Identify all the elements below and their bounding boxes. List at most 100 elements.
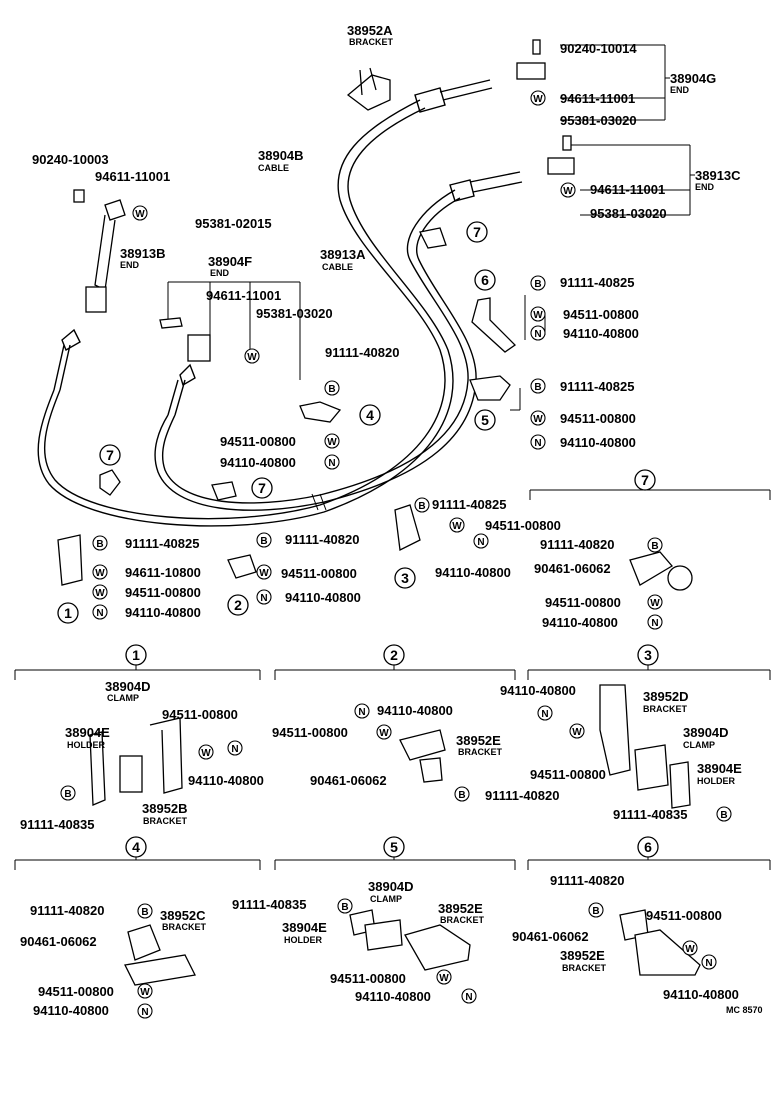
- part-94511-00800: 94511-00800: [560, 411, 636, 426]
- part-38904D: 38904D: [105, 679, 151, 694]
- part-94611-11001: 94611-11001: [590, 182, 665, 197]
- part-91111-40820: 91111-40820: [30, 903, 104, 918]
- bolt-icon: B: [534, 382, 541, 393]
- nut-icon: N: [705, 958, 712, 969]
- label-bracket: BRACKET: [162, 922, 207, 932]
- label-bracket: BRACKET: [440, 915, 485, 925]
- part-38904E: 38904E: [65, 725, 110, 740]
- part-94611-10800: 94611-10800: [125, 565, 201, 580]
- part-38904F: 38904F: [208, 254, 252, 269]
- nut-icon: N: [231, 744, 238, 755]
- part-94611-11001: 94611-11001: [95, 169, 170, 184]
- part-94511-00800: 94511-00800: [646, 908, 722, 923]
- label-bracket: BRACKET: [562, 963, 607, 973]
- part-94110-40800: 94110-40800: [285, 590, 361, 605]
- part-91111-40820: 91111-40820: [540, 537, 614, 552]
- nut-icon: N: [651, 618, 658, 629]
- part-90461-06062: 90461-06062: [20, 934, 97, 949]
- bolt-icon: B: [458, 790, 465, 801]
- nut-icon: N: [465, 992, 472, 1003]
- cable-38913a: [161, 189, 469, 504]
- nut-icon: N: [141, 1007, 148, 1018]
- bolt-icon: B: [534, 279, 541, 290]
- cable-38904b: [43, 99, 446, 520]
- bolt-icon: B: [720, 810, 727, 821]
- nut-icon: N: [96, 608, 103, 619]
- part-94110-40800: 94110-40800: [377, 703, 453, 718]
- label-end: END: [695, 182, 715, 192]
- part-38913B: 38913B: [120, 246, 166, 261]
- callout-4: 4: [132, 839, 140, 855]
- part-91111-40825: 91111-40825: [432, 497, 506, 512]
- bolt-icon: B: [341, 902, 348, 913]
- bolt-icon: B: [328, 384, 335, 395]
- part-94110-40800: 94110-40800: [33, 1003, 109, 1018]
- part-94511-00800: 94511-00800: [330, 971, 406, 986]
- bolt-icon: B: [592, 906, 599, 917]
- part-38952D: 38952D: [643, 689, 689, 704]
- nut-icon: N: [534, 329, 541, 340]
- washer-icon: W: [259, 568, 269, 579]
- part-94511-00800: 94511-00800: [563, 307, 639, 322]
- washer-icon: W: [452, 521, 462, 532]
- washer-icon: W: [95, 588, 105, 599]
- label-cable: CABLE: [258, 163, 289, 173]
- washer-icon: W: [650, 598, 660, 609]
- label-end: END: [210, 268, 230, 278]
- callout-2: 2: [390, 647, 398, 663]
- callout-7: 7: [473, 224, 481, 240]
- part-94110-40800: 94110-40800: [500, 683, 576, 698]
- part-94511-00800: 94511-00800: [125, 585, 201, 600]
- part-91111-40820: 91111-40820: [550, 873, 624, 888]
- label-holder: HOLDER: [697, 776, 736, 786]
- label-end: END: [120, 260, 140, 270]
- part-94110-40800: 94110-40800: [435, 565, 511, 580]
- part-38913A: 38913A: [320, 247, 366, 262]
- washer-icon: W: [439, 973, 449, 984]
- part-38904E: 38904E: [282, 920, 327, 935]
- bolt-icon: B: [260, 536, 267, 547]
- label-holder: HOLDER: [67, 740, 106, 750]
- part-38952E: 38952E: [438, 901, 483, 916]
- washer-icon: W: [563, 186, 573, 197]
- part-91111-40825: 91111-40825: [125, 536, 199, 551]
- part-38913C: 38913C: [695, 168, 741, 183]
- part-38952E: 38952E: [560, 948, 605, 963]
- part-95381-02015: 95381-02015: [195, 216, 272, 231]
- callout-6: 6: [644, 839, 652, 855]
- part-38952E: 38952E: [456, 733, 501, 748]
- part-90240-10014: 90240-10014: [560, 41, 637, 56]
- part-91111-40820: 91111-40820: [285, 532, 359, 547]
- washer-icon: W: [135, 209, 145, 220]
- callout-5: 5: [390, 839, 398, 855]
- washer-icon: W: [95, 568, 105, 579]
- part-94110-40800: 94110-40800: [560, 435, 636, 450]
- part-38952C: 38952C: [160, 908, 206, 923]
- part-91111-40825: 91111-40825: [560, 275, 634, 290]
- callout-1: 1: [64, 605, 72, 621]
- part-95381-03020: 95381-03020: [560, 113, 637, 128]
- part-94511-00800: 94511-00800: [220, 434, 296, 449]
- label-bracket: BRACKET: [458, 747, 503, 757]
- part-94611-11001: 94611-11001: [560, 91, 635, 106]
- nut-icon: N: [328, 458, 335, 469]
- callout-7: 7: [641, 472, 649, 488]
- label-bracket: BRACKET: [143, 816, 188, 826]
- bolt-icon: B: [418, 501, 425, 512]
- part-94110-40800: 94110-40800: [663, 987, 739, 1002]
- nut-icon: N: [541, 709, 548, 720]
- part-94110-40800: 94110-40800: [220, 455, 296, 470]
- callout-1: 1: [132, 647, 140, 663]
- part-94511-00800: 94511-00800: [38, 984, 114, 999]
- nut-icon: N: [260, 593, 267, 604]
- part-90461-06062: 90461-06062: [512, 929, 589, 944]
- part-94511-00800: 94511-00800: [530, 767, 606, 782]
- callout-3: 3: [401, 570, 409, 586]
- label-bracket: BRACKET: [643, 704, 688, 714]
- callout-4: 4: [366, 407, 374, 423]
- part-95381-03020: 95381-03020: [256, 306, 333, 321]
- nut-icon: N: [534, 438, 541, 449]
- part-94611-11001: 94611-11001: [206, 288, 281, 303]
- part-90461-06062: 90461-06062: [310, 773, 387, 788]
